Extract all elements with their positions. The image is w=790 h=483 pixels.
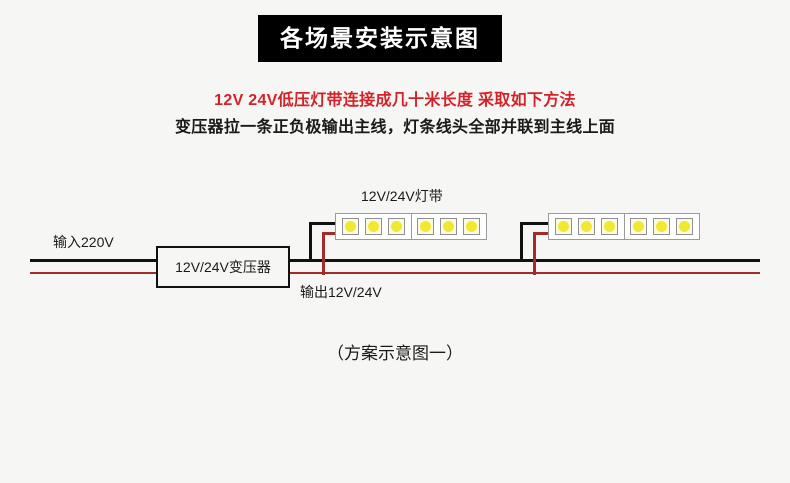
strip-left-positive-wire-vertical [322, 232, 325, 275]
led-dot-icon [344, 221, 356, 232]
led-strip-left [335, 213, 487, 240]
negative-bus-line [30, 259, 760, 262]
led-chip [577, 218, 595, 235]
led-chip [364, 218, 382, 235]
led-chip [440, 218, 458, 235]
led-dot-icon [656, 221, 668, 232]
output-voltage-label: 输出12V/24V [300, 284, 382, 300]
input-voltage-label: 输入220V [53, 234, 114, 250]
led-dot-icon [557, 221, 569, 232]
subtitle-black: 变压器拉一条正负极输出主线，灯条线头全部并联到主线上面 [174, 119, 616, 136]
led-segment [410, 214, 487, 239]
diagram-caption: （方案示意图一） [327, 344, 463, 363]
transformer-box: 12V/24V变压器 [156, 246, 290, 288]
page-title: 各场景安装示意图 [280, 25, 480, 51]
led-chip [463, 218, 481, 235]
subtitle-red: 12V 24V低压灯带连接成几十米长度 采取如下方法 [214, 92, 576, 109]
positive-bus-line [30, 272, 760, 274]
led-dot-icon [420, 221, 432, 232]
led-dot-icon [367, 221, 379, 232]
led-segment [623, 214, 700, 239]
strip-left-negative-wire-horizontal [309, 222, 337, 225]
led-chip [554, 218, 572, 235]
led-chip [417, 218, 435, 235]
title-banner: 各场景安装示意图 [258, 15, 502, 62]
led-strip-label: 12V/24V灯带 [361, 188, 443, 204]
strip-right-negative-wire-horizontal [520, 222, 550, 225]
transformer-label: 12V/24V变压器 [175, 259, 271, 275]
led-chip [341, 218, 359, 235]
strip-left-negative-wire-vertical [309, 222, 312, 262]
led-chip [387, 218, 405, 235]
strip-right-positive-wire-vertical [533, 232, 536, 275]
strip-right-negative-wire-vertical [520, 222, 523, 262]
led-dot-icon [466, 221, 478, 232]
led-segment [336, 214, 411, 239]
led-dot-icon [603, 221, 615, 232]
led-dot-icon [580, 221, 592, 232]
strip-left-positive-wire-horizontal [322, 232, 338, 235]
led-chip [600, 218, 618, 235]
led-dot-icon [633, 221, 645, 232]
led-chip [676, 218, 694, 235]
led-dot-icon [390, 221, 402, 232]
led-strip-right [548, 213, 700, 240]
led-chip [630, 218, 648, 235]
led-chip [653, 218, 671, 235]
led-segment [549, 214, 624, 239]
led-dot-icon [443, 221, 455, 232]
led-dot-icon [679, 221, 691, 232]
strip-right-positive-wire-horizontal [533, 232, 551, 235]
